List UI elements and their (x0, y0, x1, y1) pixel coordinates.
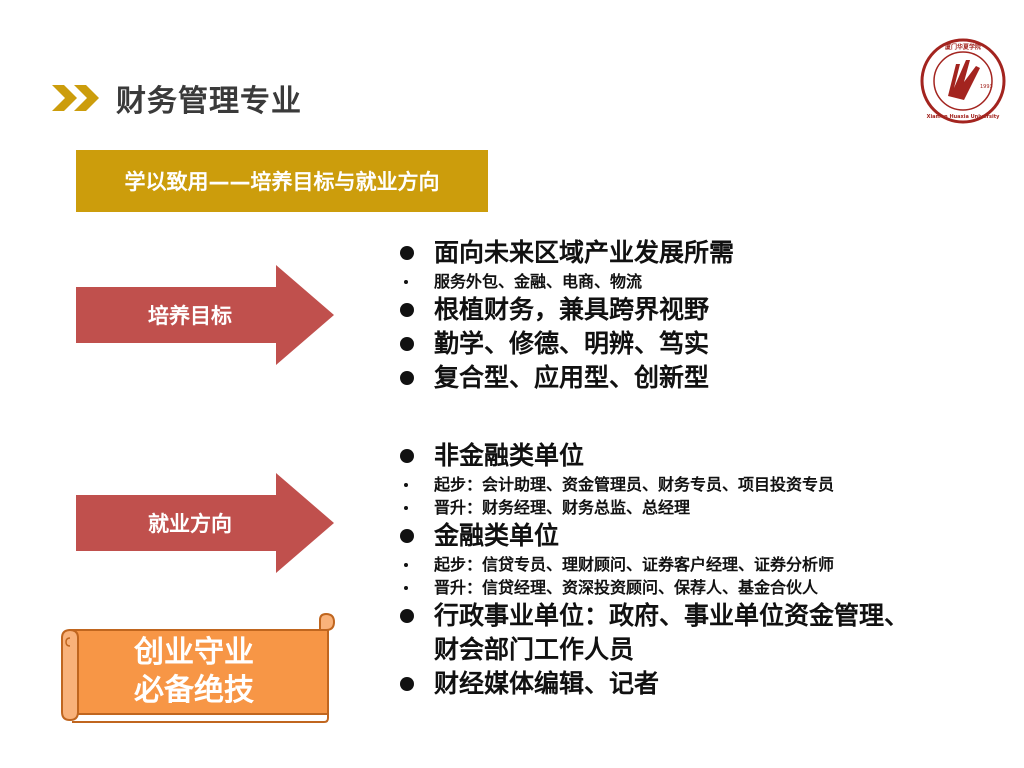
goal-arrow-shape (76, 265, 334, 365)
logo-text-top: 厦门华夏学院 (945, 43, 981, 51)
double-chevron-icon (52, 85, 99, 111)
item-text: 财经媒体编辑、记者 (434, 669, 660, 698)
section-banner: 学以致用——培养目标与就业方向 (76, 150, 488, 212)
bullet-icon (400, 246, 414, 260)
scroll-line-2: 必备绝技 (134, 673, 254, 708)
page-title: 财务管理专业 (116, 84, 302, 119)
scroll-shape (61, 612, 336, 723)
title-bar: 财务管理专业 (52, 78, 302, 119)
goals-list: 面向未来区域产业发展所需 服务外包、金融、电商、物流 根植财务，兼具跨界视野 勤… (396, 236, 1016, 395)
goal-arrow: 培养目标 (76, 265, 334, 365)
item-text: 面向未来区域产业发展所需 (434, 238, 735, 267)
university-seal-icon: 1993 厦门华夏学院 Xiamen Huaxia University (920, 38, 1006, 124)
bullet-icon (404, 483, 408, 487)
bullet-icon (400, 677, 414, 691)
bullet-icon (404, 563, 408, 567)
list-item: 勤学、修德、明辨、笃实 (396, 327, 1016, 361)
bullet-icon (404, 506, 408, 510)
career-arrow-label: 就业方向 (148, 512, 232, 536)
list-item: 晋升：信贷经理、资深投资顾问、保荐人、基金合伙人 (396, 576, 1016, 599)
scroll-text: 创业守业 必备绝技 (58, 630, 330, 714)
list-item: 面向未来区域产业发展所需 (396, 236, 1016, 270)
item-text: 根植财务，兼具跨界视野 (434, 295, 710, 324)
list-item: 起步：会计助理、资金管理员、财务专员、项目投资专员 (396, 473, 1016, 496)
career-arrow-shape (76, 473, 334, 573)
logo-year: 1993 (980, 84, 993, 90)
bullet-icon (404, 280, 408, 284)
item-text: 服务外包、金融、电商、物流 (434, 272, 643, 291)
list-item: 非金融类单位 (396, 439, 1016, 473)
list-item: 行政事业单位：政府、事业单位资金管理、 (396, 599, 1016, 633)
bullet-icon (400, 303, 414, 317)
item-text: 勤学、修德、明辨、笃实 (434, 329, 710, 358)
list-item: 晋升：财务经理、财务总监、总经理 (396, 496, 1016, 519)
bullet-icon (400, 337, 414, 351)
banner-text: 学以致用——培养目标与就业方向 (124, 170, 440, 194)
list-item: 金融类单位 (396, 519, 1016, 553)
scroll-line-1: 创业守业 (134, 635, 254, 670)
bullet-icon (400, 449, 414, 463)
item-text: 起步：会计助理、资金管理员、财务专员、项目投资专员 (434, 475, 835, 494)
scroll-banner: 创业守业 必备绝技 (58, 612, 338, 724)
item-text: 晋升：信贷经理、资深投资顾问、保荐人、基金合伙人 (434, 578, 819, 597)
bullet-icon (404, 586, 408, 590)
list-item: 财经媒体编辑、记者 (396, 667, 1016, 701)
item-text: 晋升：财务经理、财务总监、总经理 (434, 498, 691, 517)
bullet-icon (400, 529, 414, 543)
item-text: 金融类单位 (434, 521, 560, 550)
list-item: 起步：信贷专员、理财顾问、证券客户经理、证券分析师 (396, 553, 1016, 576)
item-text: 非金融类单位 (434, 441, 585, 470)
goal-arrow-label: 培养目标 (148, 304, 232, 328)
item-text: 起步：信贷专员、理财顾问、证券客户经理、证券分析师 (434, 555, 835, 574)
bullet-icon (400, 371, 414, 385)
list-item: 根植财务，兼具跨界视野 (396, 293, 1016, 327)
list-item-continuation: 财会部门工作人员 (396, 633, 1016, 667)
career-list: 非金融类单位 起步：会计助理、资金管理员、财务专员、项目投资专员 晋升：财务经理… (396, 439, 1016, 701)
list-item: 复合型、应用型、创新型 (396, 361, 1016, 395)
item-text: 行政事业单位：政府、事业单位资金管理、 (434, 601, 910, 630)
career-arrow: 就业方向 (76, 473, 334, 573)
item-text: 财会部门工作人员 (434, 635, 635, 664)
bullet-icon (400, 609, 414, 623)
list-item: 服务外包、金融、电商、物流 (396, 270, 1016, 293)
item-text: 复合型、应用型、创新型 (434, 363, 710, 392)
logo-text-bottom: Xiamen Huaxia University (927, 114, 1001, 120)
